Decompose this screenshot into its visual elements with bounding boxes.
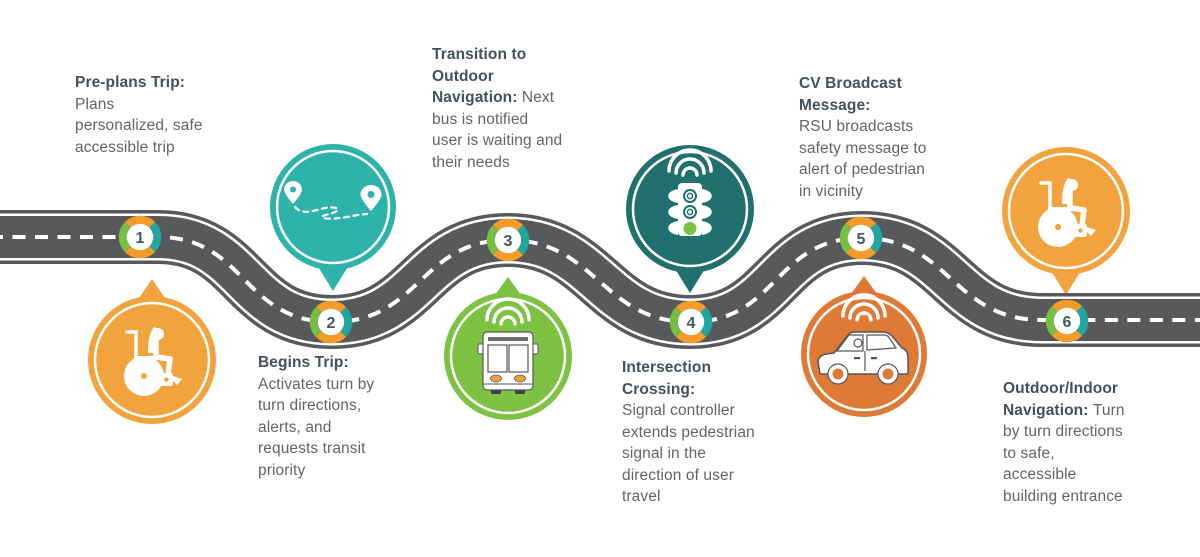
step-6-text: Outdoor/Indoor Navigation: Turn by turn … [1003, 378, 1200, 507]
step-number: 4 [687, 315, 696, 332]
step-title: Outdoor/Indoor Navigation: [1003, 380, 1119, 419]
connected-car-icon [817, 293, 909, 385]
step-3-marker: 3 [491, 223, 526, 258]
step-3-text: Transition to Outdoor Navigation: Next b… [432, 44, 632, 173]
bubble-inner-ring [93, 301, 211, 419]
step-5-marker: 5 [844, 221, 879, 256]
connected-traffic-signal-icon [667, 148, 713, 236]
step-3-bubble [444, 277, 572, 420]
step-title: Pre-plans Trip: [75, 74, 186, 91]
step-5-text: CV Broadcast Message: RSU broadcasts saf… [799, 73, 999, 202]
bubble-inner-ring [631, 150, 749, 268]
step-number: 3 [504, 233, 513, 250]
step-body: Activates turn by turn directions, alert… [258, 375, 375, 479]
step-title: Intersection Crossing: [622, 359, 712, 398]
step-body: Turn by turn directions to safe, accessi… [1003, 401, 1125, 505]
bubble-inner-ring [1007, 152, 1125, 270]
step-title: Transition to Outdoor Navigation: [432, 46, 527, 106]
step-4-marker: 4 [674, 305, 709, 340]
step-6-bubble [1002, 147, 1130, 295]
step-1-marker: 1 [123, 220, 158, 255]
step-body: RSU broadcasts safety message to alert o… [799, 118, 927, 200]
step-2-text: Begins Trip: Activates turn by turn dire… [258, 352, 448, 481]
step-4-text: Intersection Crossing: Signal controller… [622, 357, 822, 508]
step-6-marker: 6 [1050, 304, 1085, 339]
bubble-inner-ring [275, 149, 391, 265]
step-number: 6 [1063, 314, 1072, 331]
step-1-bubble [88, 279, 216, 424]
step-1-text: Pre-plans Trip: Plans personalized, safe… [75, 72, 265, 158]
step-5-bubble [801, 276, 927, 417]
wheelchair-user-icon [124, 327, 182, 396]
step-2-bubble [270, 144, 396, 291]
road-surface [0, 216, 1200, 344]
bubble-inner-ring [806, 296, 922, 412]
step-2-marker: 2 [314, 305, 349, 340]
winding-road [0, 210, 1200, 350]
step-title: Begins Trip: [258, 354, 349, 371]
route-pins-icon [284, 181, 382, 220]
step-number: 5 [857, 231, 866, 248]
step-number: 2 [327, 315, 336, 332]
wheelchair-user-icon [1038, 178, 1096, 247]
step-body: Plans personalized, safe accessible trip [75, 95, 203, 156]
step-body: Signal controller extends pedestrian sig… [622, 402, 755, 505]
step-number: 1 [136, 230, 145, 247]
step-title: CV Broadcast Message: [799, 75, 902, 114]
step-4-bubble [626, 145, 754, 293]
connected-bus-icon [477, 297, 539, 394]
step-body: Next bus is notified user is waiting and… [432, 89, 563, 171]
